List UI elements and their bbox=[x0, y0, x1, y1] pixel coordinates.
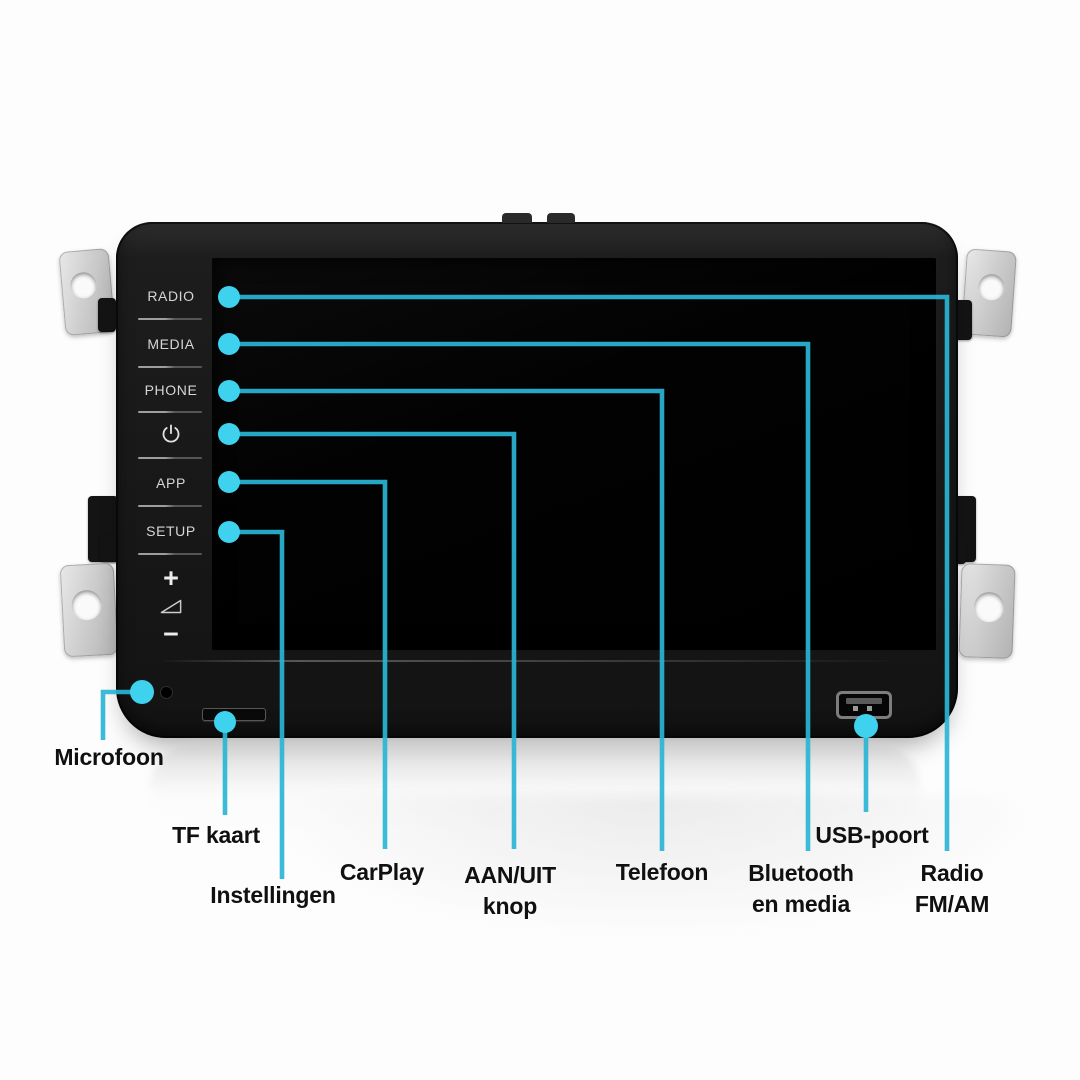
app-button: APP bbox=[156, 475, 186, 491]
callout-line-app bbox=[229, 479, 388, 849]
callout-dot-usb bbox=[854, 714, 878, 738]
callout-line-media bbox=[229, 341, 811, 851]
bezel-highlight bbox=[164, 660, 888, 662]
volume-down-button: − bbox=[163, 619, 179, 649]
button-divider bbox=[138, 457, 202, 459]
label-text: Instellingen bbox=[210, 882, 336, 908]
usb-pin bbox=[853, 706, 858, 711]
label-text: knop bbox=[482, 893, 538, 919]
power-icon bbox=[162, 424, 180, 443]
top-tab bbox=[502, 213, 532, 223]
label-carplay: CarPlay bbox=[340, 857, 424, 888]
label-text: CarPlay bbox=[339, 859, 425, 885]
callout-dot-microphone bbox=[130, 680, 154, 704]
label-text: Bluetooth bbox=[748, 860, 854, 886]
callout-line-power bbox=[229, 431, 517, 849]
callout-dot-phone bbox=[218, 380, 240, 402]
label-text: Radio bbox=[920, 860, 984, 886]
label-text: Telefoon bbox=[615, 859, 709, 885]
button-divider bbox=[138, 318, 202, 320]
callout-dot-setup bbox=[218, 521, 240, 543]
callout-line-phone bbox=[229, 388, 665, 851]
label-text: AAN/UIT bbox=[464, 862, 556, 888]
touchscreen bbox=[212, 258, 936, 650]
power-button bbox=[132, 423, 210, 445]
label-text: USB-poort bbox=[815, 822, 929, 848]
callout-line-radio bbox=[229, 294, 950, 851]
callout-dot-radio bbox=[218, 286, 240, 308]
callout-line-microphone bbox=[100, 689, 142, 740]
label-text: en media bbox=[751, 891, 851, 917]
volume-triangle-icon bbox=[160, 599, 182, 614]
label-microphone: Microfoon bbox=[54, 742, 164, 773]
usb-tongue bbox=[846, 698, 882, 704]
label-power-button: AAN/UIT knop bbox=[464, 860, 556, 922]
mounting-clip-top-left bbox=[98, 298, 116, 332]
microphone-hole bbox=[160, 686, 173, 699]
radio-button: RADIO bbox=[147, 288, 195, 304]
label-usb-port: USB-poort bbox=[815, 820, 928, 851]
label-text: Microfoon bbox=[54, 744, 164, 770]
device-reflection bbox=[150, 744, 920, 829]
label-text: TF kaart bbox=[172, 822, 260, 848]
label-bluetooth-media: Bluetooth en media bbox=[748, 858, 854, 920]
label-settings: Instellingen bbox=[210, 880, 336, 911]
volume-up-button: + bbox=[163, 563, 179, 593]
callout-dot-media bbox=[218, 333, 240, 355]
label-text: FM/AM bbox=[914, 891, 990, 917]
label-tf-card: TF kaart bbox=[172, 820, 260, 851]
button-divider bbox=[138, 553, 202, 555]
usb-pin bbox=[867, 706, 872, 711]
label-phone: Telefoon bbox=[616, 857, 709, 888]
button-divider bbox=[138, 366, 202, 368]
media-button: MEDIA bbox=[147, 336, 195, 352]
volume-button bbox=[132, 599, 210, 614]
callout-dot-tf-card bbox=[214, 711, 236, 733]
device-reflection-soft bbox=[240, 795, 1060, 945]
setup-button: SETUP bbox=[146, 523, 196, 539]
callout-line-setup bbox=[229, 529, 285, 879]
button-divider bbox=[138, 411, 202, 413]
top-tab bbox=[547, 213, 575, 223]
callout-dot-app bbox=[218, 471, 240, 493]
button-divider bbox=[138, 505, 202, 507]
callout-dot-power bbox=[218, 423, 240, 445]
label-radio-fm-am: Radio FM/AM bbox=[914, 858, 990, 920]
phone-button: PHONE bbox=[144, 382, 198, 398]
